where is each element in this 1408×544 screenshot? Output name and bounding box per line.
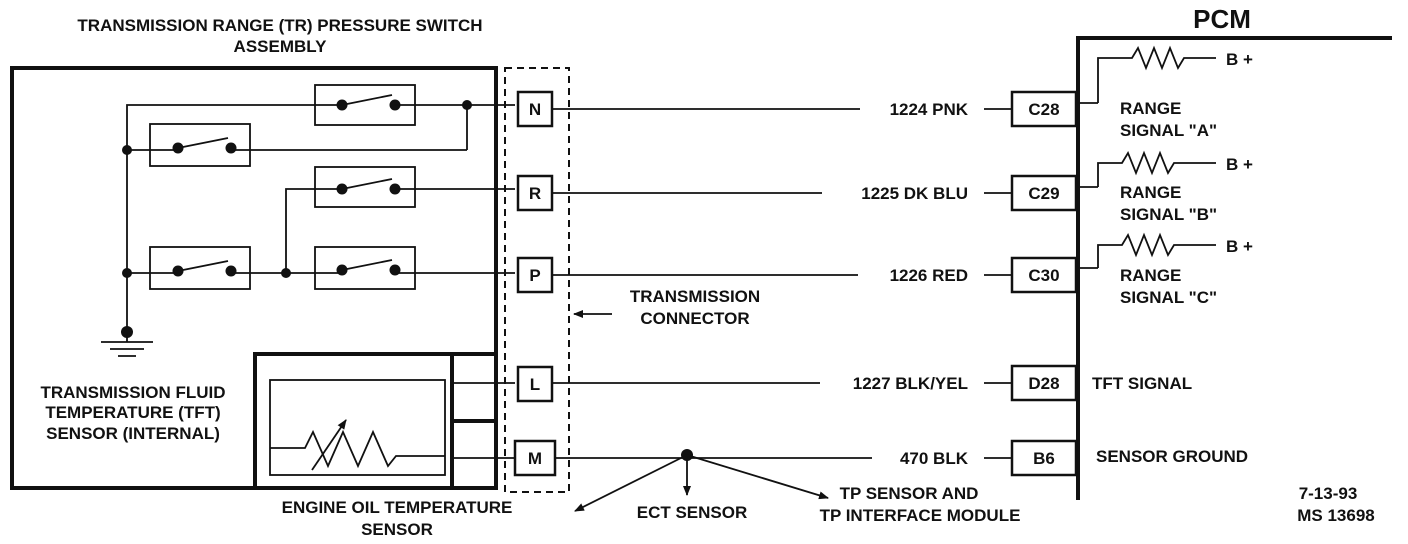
terminal-b6-label: B6 (1033, 449, 1055, 468)
bplus-a: B + (1226, 50, 1253, 69)
tp-sensor-label-line1: TP SENSOR AND (840, 484, 979, 503)
switch-box-4 (149, 246, 251, 290)
pin-l: L (516, 365, 554, 403)
wire-1225-label: 1225 DK BLU (861, 184, 968, 203)
assembly-title-line1: TRANSMISSION RANGE (TR) PRESSURE SWITCH (77, 16, 482, 35)
terminal-b6: B6 (1010, 439, 1078, 477)
pin-n-label: N (529, 100, 541, 119)
pin-l-label: L (530, 375, 540, 394)
range-signal-a-line1: RANGE (1120, 99, 1181, 118)
ground-icon (101, 332, 153, 357)
tft-sensor-block (253, 352, 515, 490)
tft-label-line2: TEMPERATURE (TFT) (45, 403, 220, 422)
diagram-code: MS 13698 (1297, 506, 1375, 525)
assembly-title-line2: ASSEMBLY (234, 37, 328, 56)
range-signal-b-line2: SIGNAL "B" (1120, 205, 1217, 224)
pin-n: N (516, 90, 554, 128)
terminal-c28-label: C28 (1028, 100, 1059, 119)
switch-group (149, 84, 416, 290)
harness-wires (552, 108, 1012, 459)
transmission-connector (504, 67, 570, 493)
diagram-date: 7-13-93 (1299, 484, 1358, 503)
sensor-ground-label: SENSOR GROUND (1096, 447, 1248, 466)
pcm-label: PCM (1193, 4, 1251, 34)
tp-sensor-label-line2: TP INTERFACE MODULE (820, 506, 1021, 525)
pin-p-label: P (529, 266, 540, 285)
terminal-d28-label: D28 (1028, 374, 1059, 393)
ect-sensor-label: ECT SENSOR (637, 503, 748, 522)
bplus-c: B + (1226, 237, 1253, 256)
terminal-d28: D28 (1010, 364, 1078, 402)
pin-p: P (516, 256, 554, 294)
junction-dots (121, 100, 472, 338)
pullup-resistors (1078, 45, 1216, 269)
wire-1224-label: 1224 PNK (890, 100, 969, 119)
wire-1226-label: 1226 RED (890, 266, 968, 285)
pcm-body (1076, 36, 1392, 500)
terminal-c29: C29 (1010, 174, 1078, 212)
range-signal-c-line2: SIGNAL "C" (1120, 288, 1217, 307)
range-signal-a-line2: SIGNAL "A" (1120, 121, 1217, 140)
switch-box-2 (149, 123, 251, 167)
oil-sensor-label-line1: ENGINE OIL TEMPERATURE (282, 498, 513, 517)
tft-label-line1: TRANSMISSION FLUID (40, 383, 225, 402)
tft-label-line3: SENSOR (INTERNAL) (46, 424, 220, 443)
terminal-c28: C28 (1010, 90, 1078, 128)
terminal-c29-label: C29 (1028, 184, 1059, 203)
connector-label-line2: CONNECTOR (640, 309, 749, 328)
pin-m-label: M (528, 449, 542, 468)
terminal-c30: C30 (1010, 256, 1078, 294)
oil-sensor-label-line2: SENSOR (361, 520, 433, 539)
connector-label-line1: TRANSMISSION (630, 287, 760, 306)
terminal-c30-label: C30 (1028, 266, 1059, 285)
pin-r-label: R (529, 184, 541, 203)
switch-box-5 (314, 246, 416, 290)
switch-box-3 (314, 166, 416, 208)
pin-r: R (516, 174, 554, 212)
wire-1227-label: 1227 BLK/YEL (853, 374, 968, 393)
range-signal-c-line1: RANGE (1120, 266, 1181, 285)
pin-m: M (513, 439, 557, 477)
bplus-b: B + (1226, 155, 1253, 174)
wire-470-label: 470 BLK (900, 449, 969, 468)
internal-wiring (126, 104, 515, 330)
range-signal-b-line1: RANGE (1120, 183, 1181, 202)
tft-signal-label: TFT SIGNAL (1092, 374, 1192, 393)
ground-splice (574, 449, 829, 512)
